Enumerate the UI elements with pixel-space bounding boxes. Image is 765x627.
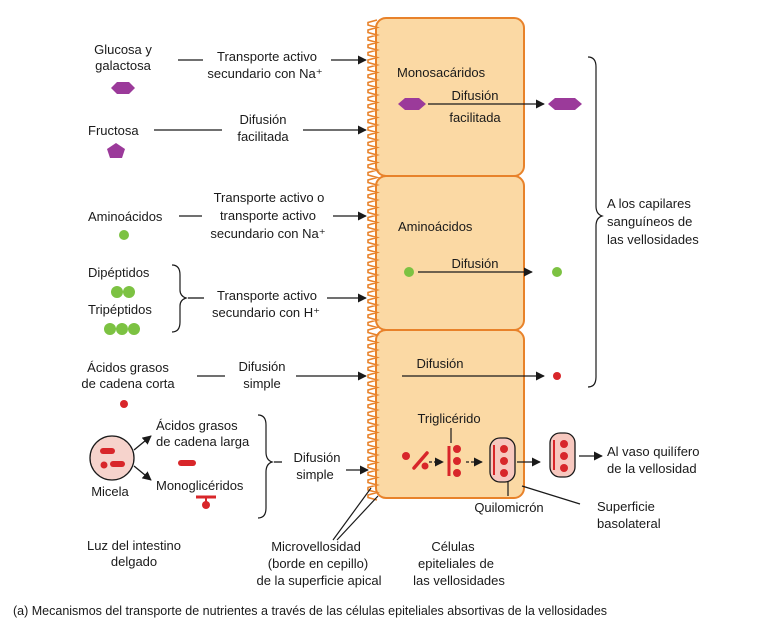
peptide-brace bbox=[171, 264, 188, 333]
microvilli-pointer-2 bbox=[336, 495, 379, 541]
lcfa-label-1: Ácidos grasos bbox=[156, 418, 238, 433]
microvilli-pointer-1 bbox=[332, 487, 372, 541]
scfa-diffusion-label: Difusión bbox=[417, 356, 464, 371]
scfa-transport-2: simple bbox=[243, 376, 281, 391]
hexagon-inside-cell-icon bbox=[398, 98, 426, 110]
lcfa-label-2: de cadena larga bbox=[156, 434, 250, 449]
micelle-icon bbox=[89, 435, 135, 481]
lcfa-transport-2: simple bbox=[296, 467, 334, 482]
microvilli-label-1: Microvellosidad bbox=[271, 539, 361, 554]
scfa-transport-1: Difusión bbox=[239, 359, 286, 374]
chylomicron-label: Quilomicrón bbox=[474, 500, 543, 515]
scfa-label-2: de cadena corta bbox=[81, 376, 175, 391]
lcfa-transport-1: Difusión bbox=[294, 450, 341, 465]
hexagon-sugar-icon bbox=[111, 82, 135, 94]
micelle-arrow-down bbox=[133, 465, 152, 481]
long-fatty-acid-icon bbox=[178, 460, 196, 466]
monoglyceride-icon bbox=[196, 495, 216, 509]
dipeptide-icon bbox=[111, 286, 135, 298]
lipid-fragments-icon bbox=[402, 451, 429, 470]
amino-transport-3: secundario con Na⁺ bbox=[210, 226, 325, 241]
amino-label: Aminoácidos bbox=[88, 209, 163, 224]
cells-label-3: las vellosidades bbox=[413, 573, 505, 588]
pentagon-fructose-icon bbox=[107, 143, 125, 158]
monoglycerides-label: Monoglicéridos bbox=[156, 478, 244, 493]
exported-chylomicron-icon bbox=[549, 432, 576, 478]
hexagon-outside-cell-icon bbox=[548, 98, 582, 110]
basolateral-label-1: Superficie bbox=[597, 499, 655, 514]
lumen-label-1: Luz del intestino bbox=[87, 538, 181, 553]
capillaries-brace bbox=[587, 56, 604, 388]
micelle-arrow-up bbox=[133, 435, 152, 451]
lacteal-label-1: Al vaso quilífero bbox=[607, 444, 700, 459]
triglyceride-label: Triglicérido bbox=[417, 411, 480, 426]
lipid-brace bbox=[257, 414, 274, 519]
fructose-transport-2: facilitada bbox=[237, 129, 289, 144]
cells-label-1: Células bbox=[431, 539, 475, 554]
peptide-transport-1: Transporte activo bbox=[217, 288, 317, 303]
epithelial-cells bbox=[367, 17, 525, 501]
galactose-label: galactosa bbox=[95, 58, 151, 73]
amino-outside-cell-icon bbox=[552, 267, 562, 277]
fructose-label: Fructosa bbox=[88, 123, 139, 138]
amino-acid-icon bbox=[119, 230, 129, 240]
basolateral-label-2: basolateral bbox=[597, 516, 661, 531]
dipeptides-label: Dipéptidos bbox=[88, 265, 150, 280]
cells-label-2: epiteliales de bbox=[418, 556, 494, 571]
micelle-label: Micela bbox=[91, 484, 129, 499]
basolateral-pointer bbox=[521, 485, 581, 505]
capillaries-label-1: A los capilares bbox=[607, 196, 691, 211]
lacteal-label-2: de la vellosidad bbox=[607, 461, 697, 476]
cell-amino-label: Aminoácidos bbox=[398, 219, 473, 234]
amino-inside-cell-icon bbox=[404, 267, 414, 277]
amino-transport-1: Transporte activo o bbox=[214, 190, 325, 205]
mono-diffusion-2: facilitada bbox=[449, 110, 501, 125]
microvilli-label-3: de la superficie apical bbox=[256, 573, 381, 588]
lumen-label-2: delgado bbox=[111, 554, 157, 569]
monosaccharides-label: Monosacáridos bbox=[397, 65, 486, 80]
fructose-transport-1: Difusión bbox=[240, 112, 287, 127]
glucose-transport-2: secundario con Na⁺ bbox=[207, 66, 322, 81]
amino-transport-2: transporte activo bbox=[220, 208, 316, 223]
capillaries-label-3: las vellosidades bbox=[607, 232, 699, 247]
capillaries-label-2: sanguíneos de bbox=[607, 214, 692, 229]
peptide-transport-2: secundario con H⁺ bbox=[212, 305, 320, 320]
chylomicron-icon bbox=[489, 437, 516, 483]
triglyceride-icon bbox=[447, 445, 461, 477]
microvilli-label-2: (borde en cepillo) bbox=[268, 556, 368, 571]
figure-caption: (a) Mecanismos del transporte de nutrien… bbox=[13, 604, 607, 618]
scfa-label-1: Ácidos grasos bbox=[87, 360, 169, 375]
amino-diffusion-label: Difusión bbox=[452, 256, 499, 271]
microvilli-brush-border bbox=[367, 19, 380, 501]
tripeptide-icon bbox=[104, 323, 140, 335]
cell-fatty-acids bbox=[375, 329, 525, 499]
mono-diffusion-1: Difusión bbox=[452, 88, 499, 103]
glucose-transport-1: Transporte activo bbox=[217, 49, 317, 64]
tripeptides-label: Tripéptidos bbox=[88, 302, 152, 317]
glucose-label: Glucosa y bbox=[94, 42, 152, 57]
cell-monosaccharides bbox=[375, 17, 525, 177]
cell-amino-acids bbox=[375, 175, 525, 331]
short-fatty-acid-icon bbox=[120, 400, 128, 408]
scfa-outside-cell-icon bbox=[553, 372, 561, 380]
